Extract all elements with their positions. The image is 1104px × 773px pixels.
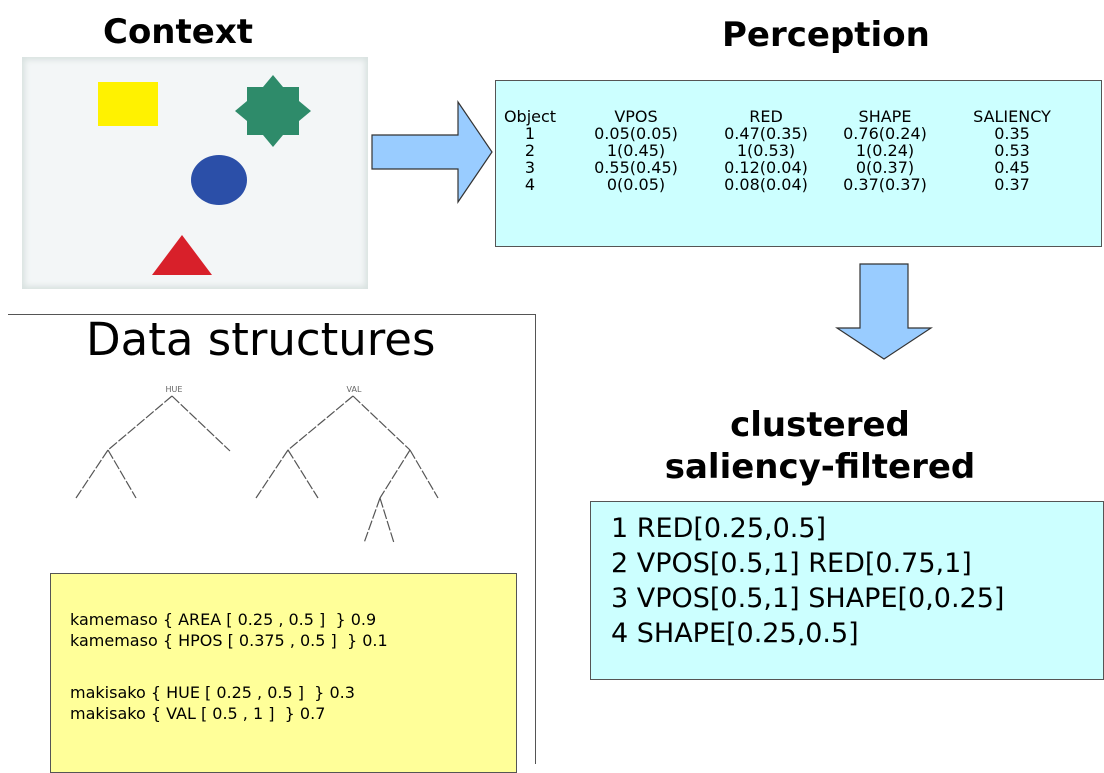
- perception-table-box: Object VPOS RED SHAPE SALIENCY 1 0.05(0.…: [495, 80, 1102, 247]
- table-cell: 2: [524, 141, 536, 160]
- rule-line: makisako { HUE [ 0.25 , 0.5 ] } 0.3: [70, 683, 355, 702]
- table-cell: 0(0.37): [855, 158, 915, 177]
- perception-heading: Perception: [722, 15, 930, 55]
- table-cell: 0.35: [994, 124, 1030, 143]
- table-header-row: Object VPOS RED SHAPE SALIENCY: [496, 108, 1078, 125]
- table-cell: 0.37: [994, 175, 1030, 194]
- green-star-shape: [235, 75, 311, 147]
- table-row: 3 0.55(0.45) 0.12(0.04) 0(0.37) 0.45: [496, 159, 1078, 176]
- tree-root-label: VAL: [347, 385, 362, 394]
- cluster-item: 1 RED[0.25,0.5]: [611, 513, 827, 544]
- table-cell: 1: [524, 124, 536, 143]
- tree-edge: [409, 449, 439, 499]
- arrow-down-icon: [835, 263, 933, 360]
- rule-line: kamemaso { HPOS [ 0.375 , 0.5 ] } 0.1: [70, 631, 388, 650]
- context-image: [22, 57, 368, 289]
- tree-edge: [255, 449, 289, 499]
- tree-edge: [107, 395, 173, 451]
- table-row: 4 0(0.05) 0.08(0.04) 0.37(0.37) 0.37: [496, 176, 1078, 193]
- cluster-item: 2 VPOS[0.5,1] RED[0.75,1]: [611, 548, 972, 579]
- table-cell: 0.37(0.37): [843, 175, 927, 194]
- table-cell: 3: [524, 158, 536, 177]
- arrow-right-icon: [371, 100, 493, 204]
- tree-edge: [379, 497, 395, 544]
- rule-line: makisako { VAL [ 0.5 , 1 ] } 0.7: [70, 704, 326, 723]
- clustered-heading: clustered saliency-filtered: [600, 404, 1040, 488]
- red-triangle-shape: [152, 235, 212, 275]
- tree-edge: [379, 449, 411, 499]
- column-header: RED: [749, 107, 783, 126]
- clustered-heading-line2: saliency-filtered: [664, 447, 976, 487]
- tree-edge: [107, 449, 137, 499]
- table-cell: 0.08(0.04): [724, 175, 808, 194]
- data-structures-heading: Data structures: [86, 313, 436, 366]
- cluster-item: 4 SHAPE[0.25,0.5]: [611, 618, 859, 649]
- tree-edge: [363, 497, 381, 544]
- blue-circle-shape: [191, 155, 247, 205]
- column-header: Object: [503, 107, 557, 126]
- tree-edge: [287, 395, 354, 451]
- perception-table: Object VPOS RED SHAPE SALIENCY 1 0.05(0.…: [496, 108, 1078, 193]
- yellow-square-shape: [98, 82, 158, 126]
- table-cell: 1(0.45): [606, 141, 666, 160]
- column-header: SALIENCY: [973, 107, 1051, 126]
- rules-box: kamemaso { AREA [ 0.25 , 0.5 ] } 0.9 kam…: [50, 573, 517, 773]
- tree-edge: [287, 449, 319, 499]
- table-cell: 0.47(0.35): [724, 124, 808, 143]
- table-cell: 4: [524, 175, 536, 194]
- table-cell: 1(0.24): [855, 141, 915, 160]
- cluster-item: 3 VPOS[0.5,1] SHAPE[0,0.25]: [611, 583, 1005, 614]
- tree-edge: [352, 395, 411, 451]
- tree-root-label: HUE: [166, 385, 183, 394]
- table-row: 2 1(0.45) 1(0.53) 1(0.24) 0.53: [496, 142, 1078, 159]
- table-cell: 1(0.53): [736, 141, 796, 160]
- rule-line: kamemaso { AREA [ 0.25 , 0.5 ] } 0.9: [70, 610, 377, 629]
- tree-edge: [171, 395, 231, 452]
- data-structures-panel: [8, 314, 536, 764]
- clusters-box: 1 RED[0.25,0.5] 2 VPOS[0.5,1] RED[0.75,1…: [590, 501, 1104, 680]
- clustered-heading-line1: clustered: [730, 405, 910, 445]
- column-header: VPOS: [614, 107, 658, 126]
- decision-trees-diagram: HUE VAL: [75, 385, 439, 544]
- table-cell: 0.12(0.04): [724, 158, 808, 177]
- table-cell: 0.45: [994, 158, 1030, 177]
- table-cell: 0.05(0.05): [594, 124, 678, 143]
- table-row: 1 0.05(0.05) 0.47(0.35) 0.76(0.24) 0.35: [496, 125, 1078, 142]
- column-header: SHAPE: [858, 107, 912, 126]
- tree-edge: [75, 449, 109, 499]
- table-cell: 0.53: [994, 141, 1030, 160]
- table-cell: 0.76(0.24): [843, 124, 927, 143]
- table-cell: 0.55(0.45): [594, 158, 678, 177]
- context-shapes: [98, 75, 311, 275]
- context-heading: Context: [103, 12, 254, 52]
- table-cell: 0(0.05): [606, 175, 666, 194]
